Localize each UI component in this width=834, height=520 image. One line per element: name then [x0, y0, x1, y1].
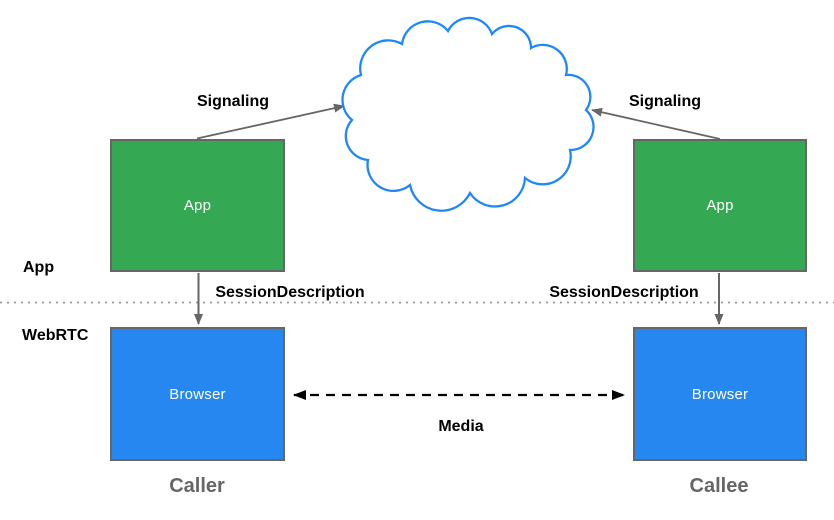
callee-browser-node: Browser — [633, 327, 807, 461]
signaling-arrow-right — [591, 107, 721, 140]
callee-app-node-label: App — [706, 197, 734, 214]
callee-app-node: App — [633, 139, 807, 272]
session-description-label-right: SessionDescription — [549, 284, 699, 301]
callee-label: Callee — [689, 475, 749, 497]
signaling-label-right: Signaling — [629, 93, 701, 110]
app-layer-label: App — [23, 259, 55, 276]
media-label: Media — [438, 418, 484, 435]
caller-browser-node-label: Browser — [169, 385, 226, 403]
caller-app-node-label: App — [183, 197, 212, 214]
caller-label: Caller — [169, 475, 225, 497]
signaling-arrow-left — [196, 103, 345, 140]
session-description-label-left: SessionDescription — [215, 284, 365, 301]
caller-browser-node: Browser — [110, 327, 285, 461]
callee-browser-node-label: Browser — [691, 385, 749, 403]
signaling-label-left: Signaling — [197, 93, 269, 110]
network-cloud-icon — [341, 16, 595, 212]
webrtc-layer-label: WebRTC — [22, 327, 89, 344]
caller-app-node: App — [110, 139, 285, 272]
